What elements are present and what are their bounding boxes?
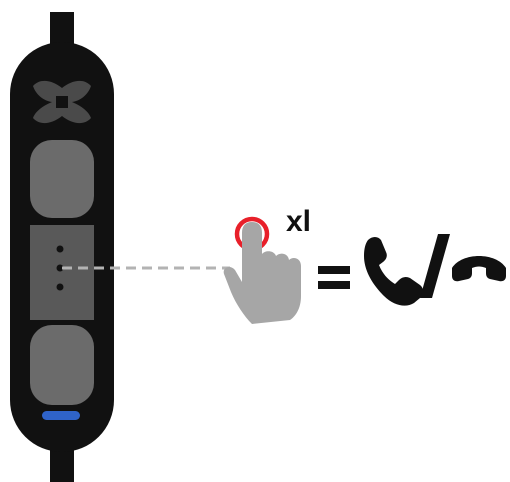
brand-logo-icon [33,80,91,124]
volume-down-button [30,325,94,405]
slash-separator [420,234,450,298]
center-button-dot-top [56,245,64,253]
hand-shape [223,222,301,324]
volume-up-button [30,140,94,218]
led-indicator [42,411,80,420]
center-button [30,225,94,320]
tap-hand-icon [223,216,301,324]
equals-sign-top [318,266,350,274]
tap-count-label: xl [286,205,311,238]
center-button-dot-middle [56,264,64,272]
phone-answer-icon [364,237,423,306]
equals-sign-bottom [318,281,350,289]
phone-hangup-icon [452,256,506,282]
center-button-dot-bottom [56,283,64,291]
